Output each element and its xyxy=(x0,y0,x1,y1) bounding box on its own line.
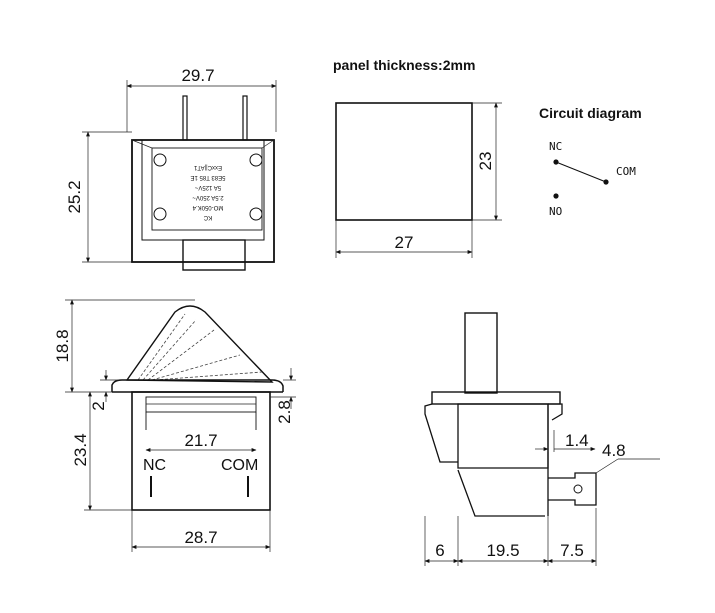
dim-height-23: 23 xyxy=(476,152,495,171)
side-com-label: COM xyxy=(221,457,258,474)
circuit-diagram: Circuit diagram NC COM NO xyxy=(539,105,642,218)
label-line-2: MO-050K.4 xyxy=(192,204,223,210)
com-terminal xyxy=(603,179,609,185)
side-nc-label: NC xyxy=(143,457,166,474)
dim-1-4: 1.4 xyxy=(565,431,589,450)
dim-outer-28-7: 28.7 xyxy=(184,528,217,547)
label-line-5: 5E83 T85 1E xyxy=(191,174,226,180)
label-line-3: 2.5A 250V~ xyxy=(192,194,224,200)
circuit-nc-label: NC xyxy=(549,140,562,153)
dim-4-8: 4.8 xyxy=(602,441,626,460)
side-view-drawing: NC COM 18.8 2 23.4 2.8 21.7 28.7 xyxy=(53,299,296,552)
dim-6: 6 xyxy=(435,541,444,560)
label-line-4: 5A 125V~ xyxy=(194,184,221,190)
dim-19-5: 19.5 xyxy=(486,541,519,560)
circuit-com-label: COM xyxy=(616,165,636,178)
dim-width-27: 27 xyxy=(395,233,414,252)
dim-flange-2-8: 2.8 xyxy=(275,400,294,424)
label-line-1: KC xyxy=(203,214,212,220)
panel-cutout-drawing: panel thickness:2mm 23 27 xyxy=(333,57,502,258)
dim-height-25-2: 25.2 xyxy=(65,180,84,213)
circuit-title: Circuit diagram xyxy=(539,105,642,121)
end-view-drawing: 1.4 4.8 6 19.5 7.5 xyxy=(424,312,660,566)
dim-body-23-4: 23.4 xyxy=(71,433,90,466)
label-line-6: ExxC||AT1 xyxy=(193,164,222,170)
dim-flange-2: 2 xyxy=(89,401,108,410)
dim-width-29-7: 29.7 xyxy=(181,66,214,85)
circuit-no-label: NO xyxy=(549,205,562,218)
rating-label-block: KC MO-050K.4 2.5A 250V~ 5A 125V~ 5E83 T8… xyxy=(191,164,226,220)
dim-7-5: 7.5 xyxy=(560,541,584,560)
no-terminal xyxy=(553,193,559,199)
panel-thickness-note: panel thickness:2mm xyxy=(333,57,475,73)
dim-rocker-18-8: 18.8 xyxy=(53,329,72,362)
dim-inner-21-7: 21.7 xyxy=(184,431,217,450)
top-view-drawing: 29.7 25.2 KC MO-050K.4 2.5A 250V~ 5A 125… xyxy=(65,66,277,271)
